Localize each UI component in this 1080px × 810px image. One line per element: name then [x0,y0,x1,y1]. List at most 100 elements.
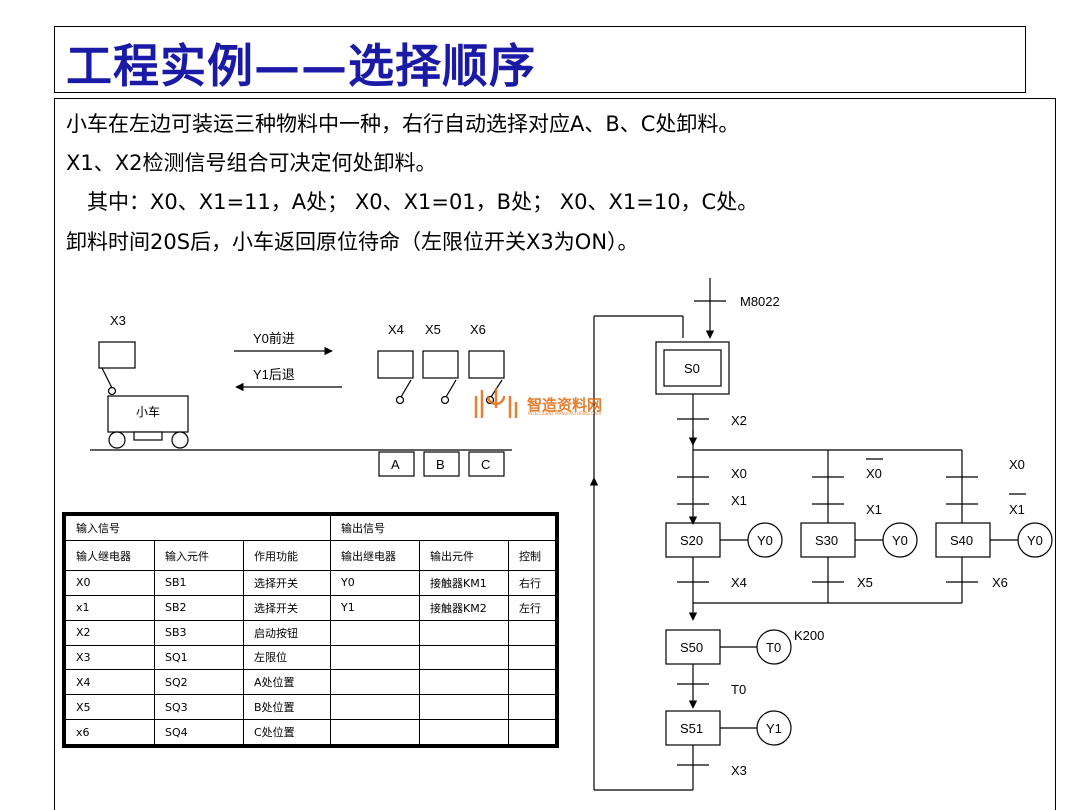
table-cell [419,669,509,696]
cart-diagram: X3 Y0前进 Y1后退 小车 X4 X5 X6 A B C [90,313,512,477]
page-title: 工程实例——选择顺序 [66,39,536,93]
table-cell: 左行 [508,594,556,621]
s30-label: S30 [815,533,838,548]
table-row: X5 SQ3 B处位置 [65,694,556,721]
output-signal-header: 输出信号 [330,515,556,541]
s20-label: S20 [680,533,703,548]
s50-label: S50 [680,640,703,655]
table-cell [419,694,509,721]
k200-label: K200 [794,628,824,643]
description-line-3: 其中：X0、X1=11，A处； X0、X1=01，B处； X0、X1=10，C处… [66,190,759,214]
table-row: X2 SB3 启动按钮 [65,619,556,646]
table-cell: X4 [65,669,155,696]
description-line-2: X1、X2检测信号组合可决定何处卸料。 [66,151,437,175]
table-cell: Y1 [330,594,420,621]
table-cell [419,719,509,745]
x6-transition-label: X6 [992,575,1008,590]
y0-coil-a [747,522,783,558]
sfc-diagram: M8022 S0 X2 X0 X1 S20 Y0 X4 [589,278,1053,791]
table-cell: B处位置 [243,694,331,721]
s40-label: S40 [950,533,973,548]
position-c-label: C [481,457,490,472]
t0-timer-coil-label: T0 [766,640,781,655]
y0-coil-a-label: Y0 [757,533,773,548]
t0-timer-coil [756,629,792,665]
x3-limit-switch [98,341,136,369]
table-cell: 左限位 [243,644,331,671]
branch-a-x0-label: X0 [731,466,747,481]
content-frame [54,98,1056,810]
table-row: x6 SQ4 C处位置 [65,719,556,745]
table-cell: 启动按钮 [243,619,331,646]
table-cell: x6 [65,719,155,745]
branch-b-x0-label: X0 [866,466,882,481]
table-cell [508,694,556,721]
table-cell: Y0 [330,570,420,596]
table-cell: X5 [65,694,155,721]
branch-c-x1-label: X1 [1009,502,1025,517]
position-b-label: B [436,457,445,472]
y0-coil-c-label: Y0 [1027,533,1043,548]
backward-label: Y1后退 [253,367,295,382]
table-row: X3 SQ1 左限位 [65,644,556,671]
table-cell [330,619,420,646]
table-cell: SB3 [154,619,244,646]
branch-b-x1-label: X1 [866,502,882,517]
table-cell [508,619,556,646]
column-header: 输入元件 [154,540,244,571]
x2-label: X2 [731,413,747,428]
table-cell [508,644,556,671]
x4-transition-label: X4 [731,575,747,590]
column-header: 控制 [508,540,556,571]
table-cell: 选择开关 [243,594,331,621]
x3-transition-label: X3 [731,763,747,778]
table-cell [419,619,509,646]
table-cell: A处位置 [243,669,331,696]
table-cell: SB2 [154,594,244,621]
branch-c-x0-label: X0 [1009,457,1025,472]
input-signal-header: 输入信号 [65,515,331,541]
table-row: x1 SB2 选择开关 Y1 接触器KM2 左行 [65,594,556,621]
column-header: 输出继电器 [330,540,420,571]
table-cell: 选择开关 [243,570,331,596]
cart-label: 小车 [136,404,160,419]
x6-label: X6 [470,322,486,337]
table-column-headers: 输人继电器 输入元件 作用功能 输出继电器 输出元件 控制 [65,540,556,571]
description-line-4: 卸料时间20S后，小车返回原位待命（左限位开关X3为ON）。 [66,230,639,254]
column-header: 输人继电器 [65,540,155,571]
position-b-box [423,451,460,477]
table-cell: SQ2 [154,669,244,696]
table-cell: X0 [65,570,155,596]
table-row: X4 SQ2 A处位置 [65,669,556,696]
table-cell [330,644,420,671]
table-cell [419,644,509,671]
branch-a-x1-label: X1 [731,493,747,508]
position-a-label: A [391,457,400,472]
table-cell: SQ4 [154,719,244,745]
x4-label: X4 [388,322,404,337]
description-line-1: 小车在左边可装运三种物料中一种，右行自动选择对应A、B、C处卸料。 [66,112,740,136]
table-cell [330,719,420,745]
forward-label: Y0前进 [253,331,295,346]
s51-label: S51 [680,721,703,736]
table-cell: 右行 [508,570,556,596]
position-a-box [378,451,415,477]
y1-coil-label: Y1 [766,721,782,736]
table-cell: x1 [65,594,155,621]
cart-wheel-right [171,431,189,449]
table-cell [508,719,556,745]
io-table-frame: 输入信号 输出信号 输人继电器 输入元件 作用功能 输出继电器 输出元件 控制 … [62,512,559,748]
table-cell: SQ1 [154,644,244,671]
position-c-box [468,451,505,477]
watermark-text: 智造资料网 [527,396,603,414]
table-cell [330,669,420,696]
m8022-label: M8022 [740,294,780,309]
table-cell: X3 [65,644,155,671]
x5-transition-label: X5 [857,575,873,590]
y1-coil [756,710,792,746]
x3-label: X3 [110,313,126,328]
t0-transition-label: T0 [731,682,746,697]
column-header: 输出元件 [419,540,509,571]
